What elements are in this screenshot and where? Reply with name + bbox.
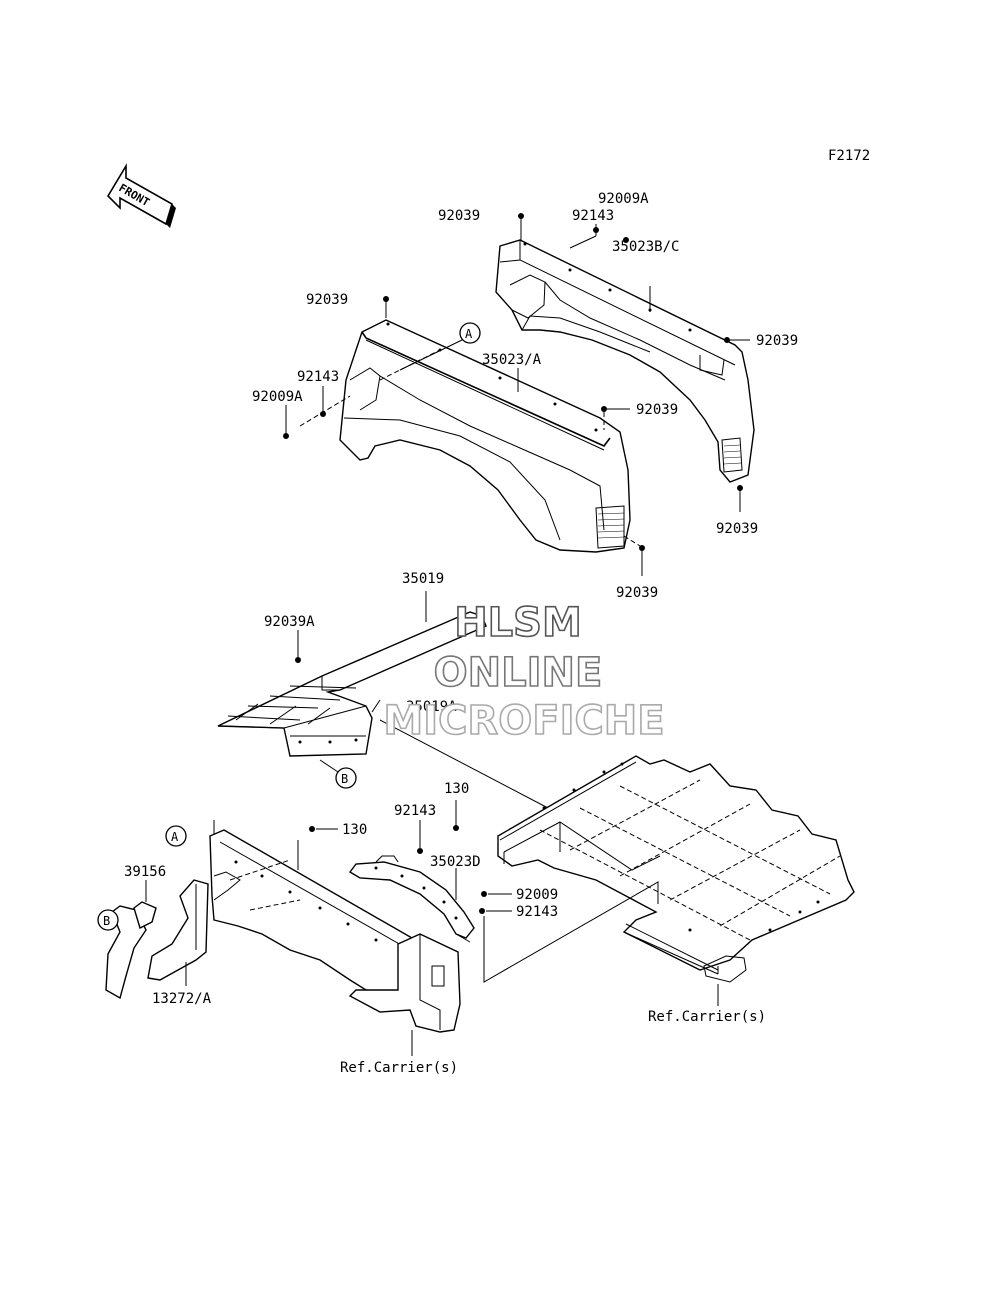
- callout-a-upper: A: [465, 327, 473, 341]
- label-92143-top-right: 92143: [572, 208, 614, 224]
- watermark-line-3: MICROFICHE: [383, 698, 664, 744]
- callout-b-upper: B: [341, 772, 348, 786]
- label-35019a: 35019A: [406, 699, 457, 715]
- label-92143-left: 92143: [297, 369, 339, 385]
- label-92009a-left: 92009A: [252, 389, 303, 405]
- label-92039-right-mid: 92039: [756, 333, 798, 349]
- label-35019: 35019: [402, 571, 444, 587]
- label-92039-right-low: 92039: [716, 521, 758, 537]
- watermark-line-2: ONLINE: [434, 650, 603, 696]
- label-92143-mid: 92143: [394, 803, 436, 819]
- watermark-line-1: HLSM: [454, 600, 582, 646]
- watermark: HLSM ONLINE MICROFICHE: [383, 599, 666, 745]
- front-arrow-icon: FRONT: [106, 163, 176, 228]
- label-92143-low: 92143: [516, 904, 558, 920]
- lower-left-assembly: A B: [97, 800, 659, 1056]
- diagram-code: F2172: [828, 148, 870, 164]
- rear-fender-left-35023a: [339, 319, 631, 553]
- label-35023a: 35023/A: [482, 352, 542, 368]
- label-92039-top-right: 92039: [438, 208, 480, 224]
- label-92039-center-low: 92039: [616, 585, 658, 601]
- label-92009: 92009: [516, 887, 558, 903]
- label-35023bc: 35023B/C: [612, 239, 679, 255]
- label-ref-carrier-bottom: Ref.Carrier(s): [340, 1060, 458, 1076]
- callout-a-lower: A: [171, 830, 179, 844]
- label-35023d: 35023D: [430, 854, 481, 870]
- label-92009a-top-right: 92009A: [598, 191, 649, 207]
- label-130-left: 130: [342, 822, 367, 838]
- label-92039-left-top: 92039: [306, 292, 348, 308]
- label-130-right: 130: [444, 781, 469, 797]
- part-labels: 92039 92143 92009A 35023B/C 92039 92039 …: [124, 191, 798, 1076]
- label-13272a: 13272/A: [152, 991, 212, 1007]
- carrier-bed-ref: [497, 755, 855, 1006]
- label-92039a: 92039A: [264, 614, 315, 630]
- label-ref-carrier-right: Ref.Carrier(s): [648, 1009, 766, 1025]
- label-39156: 39156: [124, 864, 166, 880]
- callout-b-lower: B: [103, 914, 110, 928]
- rear-fender-right-35023bc: [495, 239, 755, 483]
- label-92039-center: 92039: [636, 402, 678, 418]
- upper-fasteners: A: [283, 213, 750, 576]
- floor-plate-35019: B: [217, 591, 549, 809]
